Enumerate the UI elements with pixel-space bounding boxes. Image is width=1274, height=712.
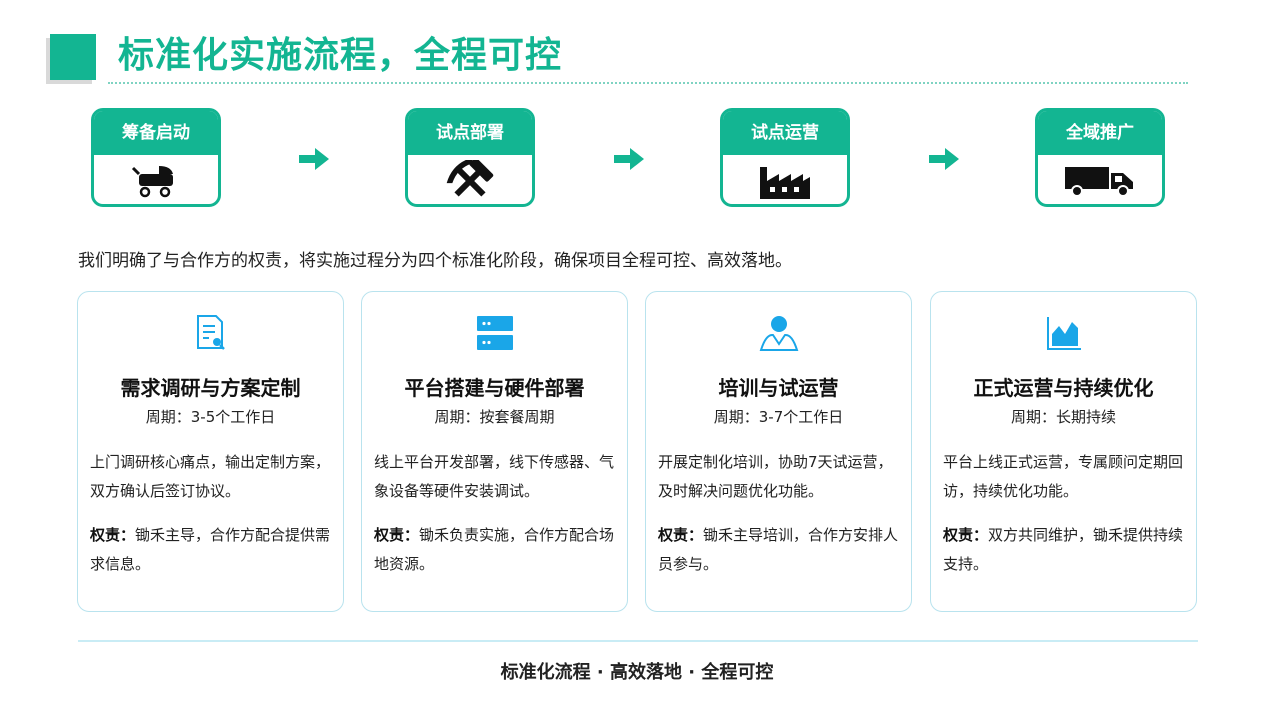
step-pilot-deploy: 试点部署 bbox=[405, 108, 535, 207]
phase-card: 需求调研与方案定制 周期：3-5个工作日 上门调研核心痛点，输出定制方案，双方确… bbox=[77, 291, 344, 612]
card-title: 正式运营与持续优化 bbox=[973, 376, 1154, 400]
card-title: 平台搭建与硬件部署 bbox=[404, 376, 585, 400]
arrow-right-icon bbox=[929, 148, 959, 170]
card-description: 上门调研核心痛点，输出定制方案，双方确认后签订协议。 bbox=[90, 453, 331, 500]
title-divider bbox=[108, 82, 1188, 84]
footer-divider bbox=[78, 640, 1198, 642]
step-label: 全域推广 bbox=[1038, 111, 1162, 155]
step-full-rollout: 全域推广 bbox=[1035, 108, 1165, 207]
document-search-icon bbox=[78, 314, 343, 352]
title-accent-block bbox=[50, 34, 96, 80]
phase-card: 正式运营与持续优化 周期：长期持续 平台上线正式运营，专属顾问定期回访，持续优化… bbox=[930, 291, 1197, 612]
arrow-right-icon bbox=[614, 148, 644, 170]
card-description: 线上平台开发部署，线下传感器、气象设备等硬件安装调试。 bbox=[374, 453, 615, 500]
arrow-right-icon bbox=[299, 148, 329, 170]
card-responsibility: 权责：锄禾主导培训，合作方安排人员参与。 bbox=[658, 521, 903, 579]
step-label: 筹备启动 bbox=[94, 111, 218, 155]
responsibility-text: 锄禾主导培训，合作方安排人员参与。 bbox=[658, 526, 899, 573]
responsibility-label: 权责： bbox=[374, 526, 420, 544]
card-title: 培训与试运营 bbox=[718, 376, 839, 400]
truck-icon bbox=[1038, 155, 1162, 204]
responsibility-label: 权责： bbox=[943, 526, 989, 544]
responsibility-label: 权责： bbox=[658, 526, 704, 544]
card-responsibility: 权责：锄禾主导，合作方配合提供需求信息。 bbox=[90, 521, 335, 579]
responsibility-text: 锄禾负责实施，合作方配合场地资源。 bbox=[374, 526, 615, 573]
card-period: 周期：长期持续 bbox=[1010, 408, 1116, 426]
card-period: 周期：3-7个工作日 bbox=[713, 408, 844, 426]
step-prepare: 筹备启动 bbox=[91, 108, 221, 207]
hammer-pick-icon bbox=[408, 155, 532, 204]
card-responsibility: 权责：锄禾负责实施，合作方配合场地资源。 bbox=[374, 521, 619, 579]
responsibility-label: 权责： bbox=[90, 526, 136, 544]
card-period: 周期：按套餐周期 bbox=[434, 408, 555, 426]
step-pilot-operate: 试点运营 bbox=[720, 108, 850, 207]
phase-card: 平台搭建与硬件部署 周期：按套餐周期 线上平台开发部署，线下传感器、气象设备等硬… bbox=[361, 291, 628, 612]
responsibility-text: 锄禾主导，合作方配合提供需求信息。 bbox=[90, 526, 331, 573]
server-icon bbox=[362, 314, 627, 352]
card-title: 需求调研与方案定制 bbox=[120, 376, 301, 400]
footer-slogan: 标准化流程 · 高效落地 · 全程可控 bbox=[500, 662, 774, 683]
intro-text: 我们明确了与合作方的权责，将实施过程分为四个标准化阶段，确保项目全程可控、高效落… bbox=[78, 251, 792, 271]
phase-card: 培训与试运营 周期：3-7个工作日 开展定制化培训，协助7天试运营，及时解决问题… bbox=[645, 291, 912, 612]
factory-icon bbox=[723, 155, 847, 204]
user-icon bbox=[646, 314, 911, 352]
card-description: 开展定制化培训，协助7天试运营，及时解决问题优化功能。 bbox=[658, 453, 893, 500]
step-label: 试点部署 bbox=[408, 111, 532, 155]
area-chart-icon bbox=[931, 314, 1196, 352]
page-title: 标准化实施流程，全程可控 bbox=[118, 35, 563, 76]
responsibility-text: 双方共同维护，锄禾提供持续支持。 bbox=[943, 526, 1184, 573]
card-period: 周期：3-5个工作日 bbox=[145, 408, 276, 426]
card-description: 平台上线正式运营，专属顾问定期回访，持续优化功能。 bbox=[943, 453, 1184, 500]
stroller-icon bbox=[94, 155, 218, 204]
card-responsibility: 权责：双方共同维护，锄禾提供持续支持。 bbox=[943, 521, 1188, 579]
step-label: 试点运营 bbox=[723, 111, 847, 155]
